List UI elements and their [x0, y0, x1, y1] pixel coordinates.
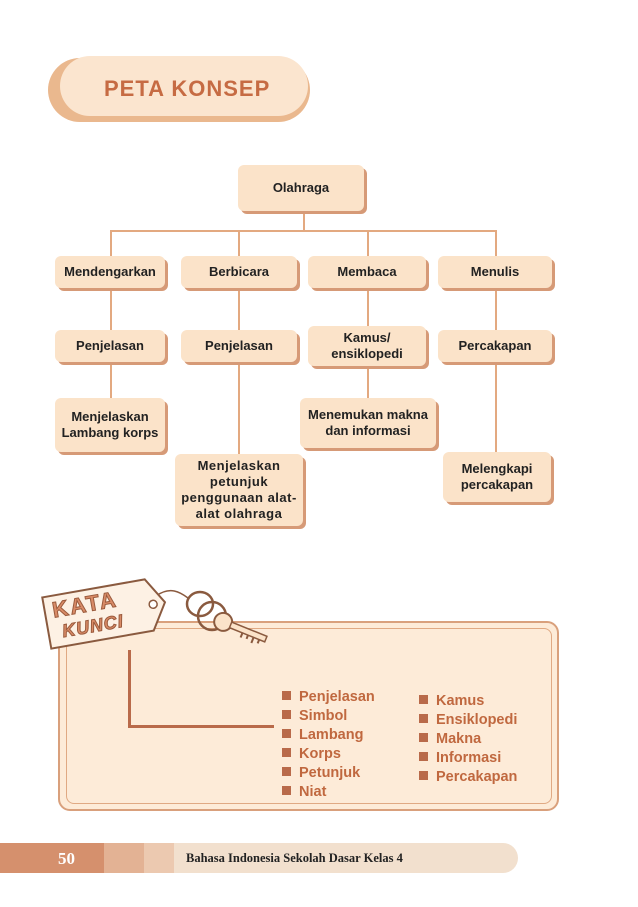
concept-root: Olahraga	[238, 165, 364, 211]
square-bullet-icon	[419, 771, 428, 780]
book-title: Bahasa Indonesia Sekolah Dasar Kelas 4	[186, 851, 403, 865]
square-bullet-icon	[282, 748, 291, 757]
key-tag-illustration	[41, 578, 268, 650]
list-item: Niat	[282, 783, 375, 802]
level3-label: alat olahraga	[195, 506, 283, 521]
level3-label: Menjelaskan	[71, 409, 149, 424]
connector-col2-top	[238, 230, 240, 256]
skill-label: Membaca	[337, 264, 397, 279]
connector-horizontal	[110, 230, 497, 232]
concept-level3-col3: Menemukan makna dan informasi	[300, 398, 436, 448]
connector-col3-top	[367, 230, 369, 256]
concept-level3-col1: Menjelaskan Lambang korps	[55, 398, 165, 452]
concept-level2-col4: Percakapan	[438, 330, 552, 362]
connector-col1-mid	[110, 288, 112, 330]
concept-level2-col3: Kamus/ ensiklopedi	[308, 326, 426, 366]
list-item: Petunjuk	[282, 764, 375, 783]
level3-label: Lambang korps	[61, 425, 159, 440]
concept-level3-col4: Melengkapi percakapan	[443, 452, 551, 502]
level2-label: Kamus/	[343, 330, 391, 345]
list-item: Makna	[419, 730, 517, 749]
footer-accent-2	[144, 843, 174, 873]
connector-col4-top	[495, 230, 497, 256]
square-bullet-icon	[282, 710, 291, 719]
list-item: Informasi	[419, 749, 517, 768]
level3-label: petunjuk	[209, 474, 269, 489]
tag-pointer-horizontal	[128, 725, 274, 728]
keyword-list-right: Kamus Ensiklopedi Makna Informasi Percak…	[419, 692, 517, 787]
skill-label: Berbicara	[209, 264, 269, 279]
square-bullet-icon	[282, 786, 291, 795]
square-bullet-icon	[419, 733, 428, 742]
connector-col1-top	[110, 230, 112, 256]
square-bullet-icon	[419, 714, 428, 723]
skill-label: Menulis	[470, 264, 520, 279]
list-item: Simbol	[282, 707, 375, 726]
concept-skill-menulis: Menulis	[438, 256, 552, 288]
concept-level2-col2: Penjelasan	[181, 330, 297, 362]
kata-kunci-panel	[58, 621, 559, 811]
list-item: Percakapan	[419, 768, 517, 787]
square-bullet-icon	[282, 691, 291, 700]
skill-label: Mendengarkan	[64, 264, 156, 279]
concept-skill-berbicara: Berbicara	[181, 256, 297, 288]
concept-level2-col1: Penjelasan	[55, 330, 165, 362]
concept-root-label: Olahraga	[272, 180, 330, 195]
tag-pointer-vertical	[128, 650, 131, 728]
page-title: PETA KONSEP	[104, 76, 271, 101]
square-bullet-icon	[419, 695, 428, 704]
list-item: Lambang	[282, 726, 375, 745]
connector-col1-low	[110, 362, 112, 398]
level3-label: Menjelaskan	[197, 458, 281, 473]
level3-label: Menemukan makna	[308, 407, 428, 422]
concept-skill-membaca: Membaca	[308, 256, 426, 288]
footer-page-block	[0, 843, 104, 873]
square-bullet-icon	[282, 767, 291, 776]
list-item: Ensiklopedi	[419, 711, 517, 730]
level3-label: dan informasi	[325, 423, 411, 438]
connector-col2-low	[238, 362, 240, 454]
level2-label: Penjelasan	[76, 338, 144, 353]
level2-label: ensiklopedi	[331, 346, 403, 361]
connector-col4-low	[495, 362, 497, 452]
connector-col3-low	[367, 366, 369, 398]
level2-label: Penjelasan	[205, 338, 273, 353]
footer-accent-1	[104, 843, 144, 873]
level3-label: percakapan	[460, 477, 534, 492]
concept-skill-mendengarkan: Mendengarkan	[55, 256, 165, 288]
title-pill	[60, 56, 308, 116]
list-item: Korps	[282, 745, 375, 764]
list-item: Kamus	[419, 692, 517, 711]
keyword-list-left: Penjelasan Simbol Lambang Korps Petunjuk…	[282, 688, 375, 802]
list-item: Penjelasan	[282, 688, 375, 707]
connector-col3-mid	[367, 288, 369, 326]
connector-col2-mid	[238, 288, 240, 330]
level3-label: penggunaan alat-	[181, 490, 297, 505]
square-bullet-icon	[419, 752, 428, 761]
concept-level3-col2: Menjelaskan petunjuk penggunaan alat- al…	[175, 454, 303, 526]
level3-label: Melengkapi	[461, 461, 533, 476]
connector-col4-mid	[495, 288, 497, 330]
level2-label: Percakapan	[458, 338, 532, 353]
connector-root-down	[303, 211, 305, 231]
page-number: 50	[58, 849, 75, 868]
kata-kunci-panel-inner	[66, 628, 552, 804]
square-bullet-icon	[282, 729, 291, 738]
